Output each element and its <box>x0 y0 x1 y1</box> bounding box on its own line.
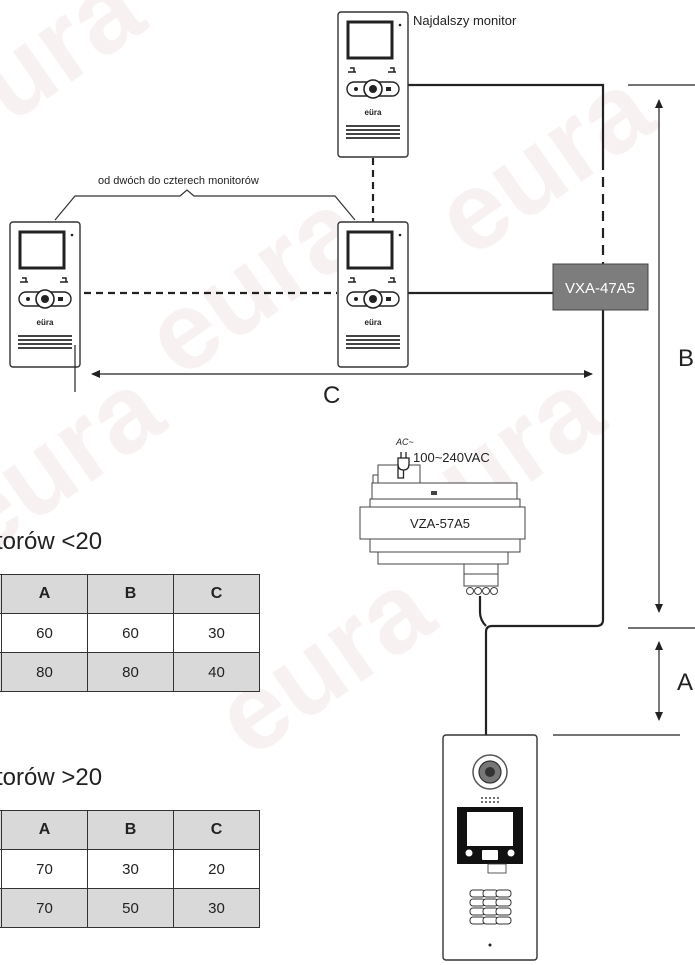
table-cell: 80 <box>1 652 88 692</box>
table-cell: 70 <box>1 849 88 889</box>
table1-title: torów <20 <box>0 528 103 555</box>
table-cell: 60 <box>1 613 88 653</box>
monitor-left <box>8 220 82 369</box>
table-cell: 30 <box>173 888 260 928</box>
monitor-middle <box>336 220 410 369</box>
ac-voltage: 100~240VAC <box>413 450 490 465</box>
table2: A B C 70 30 20 70 50 30 <box>0 810 260 928</box>
monitor-group-brace <box>54 189 356 221</box>
dimension-c-label: C <box>323 382 340 409</box>
table-cell: 80 <box>87 652 174 692</box>
monitor-group-label: od dwóch do czterech monitorów <box>98 175 259 187</box>
svg-text:eura: eura <box>413 45 675 280</box>
door-station <box>442 734 538 961</box>
farthest-monitor-label: Najdalszy monitor <box>413 13 517 28</box>
table-cell: 60 <box>87 613 174 653</box>
dimension-a-label: A <box>677 669 693 696</box>
table2-title: torów >20 <box>0 764 103 791</box>
power-supply: VZA-57A5 <box>359 464 526 595</box>
power-supply-label: VZA-57A5 <box>410 516 470 531</box>
table-row: 70 50 30 <box>0 888 260 928</box>
svg-text:eura: eura <box>0 0 165 180</box>
table-header-b: B <box>87 574 174 614</box>
table-cell: 50 <box>87 888 174 928</box>
table-header-a: A <box>1 574 88 614</box>
table-header-row: A B C <box>0 574 260 614</box>
dimension-a <box>553 641 680 736</box>
table-row: 70 30 20 <box>0 849 260 889</box>
distributor-label: VXA-47A5 <box>565 280 635 297</box>
table1: A B C 60 60 30 80 80 40 <box>0 574 260 692</box>
table-header-b: B <box>87 810 174 850</box>
table-header-a: A <box>1 810 88 850</box>
table-header-c: C <box>173 574 260 614</box>
monitor-farthest <box>336 10 410 159</box>
dimension-c <box>74 345 593 392</box>
dimension-b-label: B <box>678 345 694 372</box>
wiring <box>84 83 605 735</box>
dimension-b <box>628 84 695 629</box>
table-cell: 20 <box>173 849 260 889</box>
ac-symbol: AC~ <box>395 437 414 447</box>
table-cell: 30 <box>173 613 260 653</box>
table-row: 60 60 30 <box>0 613 260 653</box>
table-cell: 30 <box>87 849 174 889</box>
table-cell: 40 <box>173 652 260 692</box>
distributor-box: VXA-47A5 <box>552 263 649 311</box>
table-header-c: C <box>173 810 260 850</box>
table-header-row: A B C <box>0 810 260 850</box>
table-cell: 70 <box>1 888 88 928</box>
table-row: 80 80 40 <box>0 652 260 692</box>
ac-plug-icon <box>397 452 410 479</box>
